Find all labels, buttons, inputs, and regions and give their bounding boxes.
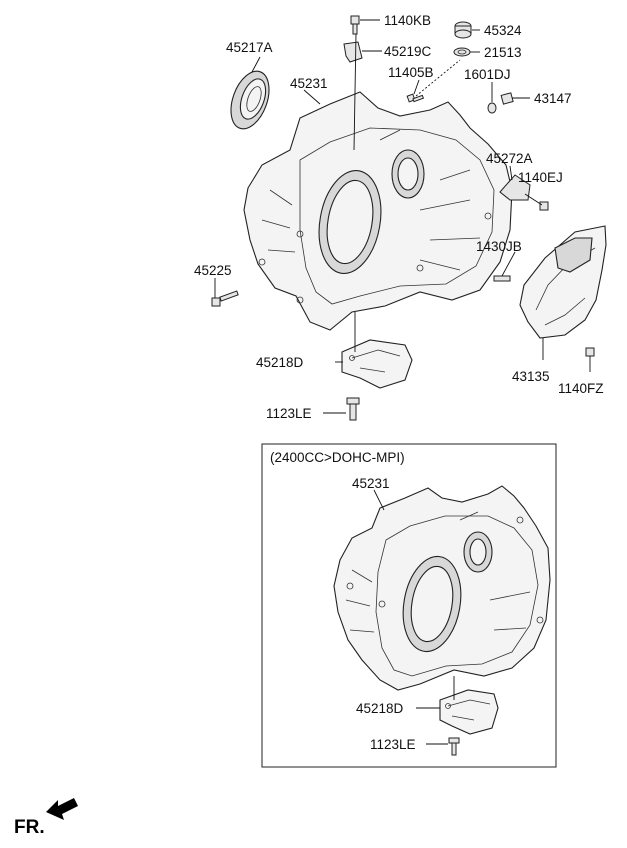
guide-45272a[interactable] (499, 174, 531, 201)
transaxle-case-45231[interactable] (243, 91, 513, 331)
bracket-45218d-variant[interactable] (439, 689, 499, 735)
oil-seal-45217a[interactable] (224, 66, 276, 134)
bolt-45225[interactable] (211, 290, 239, 307)
label-45218d-top: 45218D (256, 355, 304, 370)
label-21513: 21513 (484, 45, 522, 60)
label-1140fz: 1140FZ (558, 381, 604, 396)
front-direction-indicator: FR. (14, 798, 78, 838)
transaxle-case-45231-variant[interactable] (333, 485, 551, 691)
bolt-1123le-top[interactable] (346, 397, 360, 421)
bolt-11405b[interactable] (406, 93, 425, 103)
label-1123le-variant: 1123LE (370, 737, 416, 752)
label-1140ej: 1140EJ (518, 170, 563, 185)
gasket-21513[interactable] (453, 47, 471, 57)
label-1430jb: 1430JB (476, 239, 522, 254)
label-45225: 45225 (194, 263, 232, 278)
label-45217a: 45217A (226, 40, 273, 55)
label-45218d-variant: 45218D (356, 701, 404, 716)
plug-43147[interactable] (500, 92, 514, 105)
label-43147: 43147 (534, 91, 572, 106)
label-1140kb: 1140KB (384, 13, 431, 28)
arrow-icon (46, 798, 78, 820)
label-45231-variant: 45231 (352, 476, 390, 491)
bracket-45219c[interactable] (343, 41, 363, 63)
label-1601dj: 1601DJ (464, 67, 511, 82)
bolt-1140ej[interactable] (524, 193, 549, 211)
variant-box: (2400CC>DOHC-MPI) 45231 45 (261, 443, 557, 768)
bolt-1140fz[interactable] (585, 347, 595, 357)
label-45324: 45324 (484, 23, 522, 38)
plug-45324[interactable] (454, 21, 472, 39)
pin-1430jb[interactable] (493, 275, 511, 282)
cover-43135[interactable] (519, 225, 607, 339)
label-1123le-top: 1123LE (266, 406, 312, 421)
label-11405b: 11405B (388, 65, 434, 80)
front-label: FR. (14, 817, 45, 838)
bracket-45218d-top[interactable] (341, 339, 413, 389)
pin-1601dj[interactable] (487, 102, 497, 114)
label-45219c: 45219C (384, 44, 432, 59)
label-45272a: 45272A (486, 151, 533, 166)
variant-title: (2400CC>DOHC-MPI) (270, 450, 405, 465)
leader-lines-top (214, 19, 591, 414)
label-43135: 43135 (512, 369, 550, 384)
bolt-1140kb[interactable] (350, 15, 360, 35)
label-45231-top: 45231 (290, 76, 328, 91)
bolt-1123le-variant[interactable] (448, 737, 460, 756)
